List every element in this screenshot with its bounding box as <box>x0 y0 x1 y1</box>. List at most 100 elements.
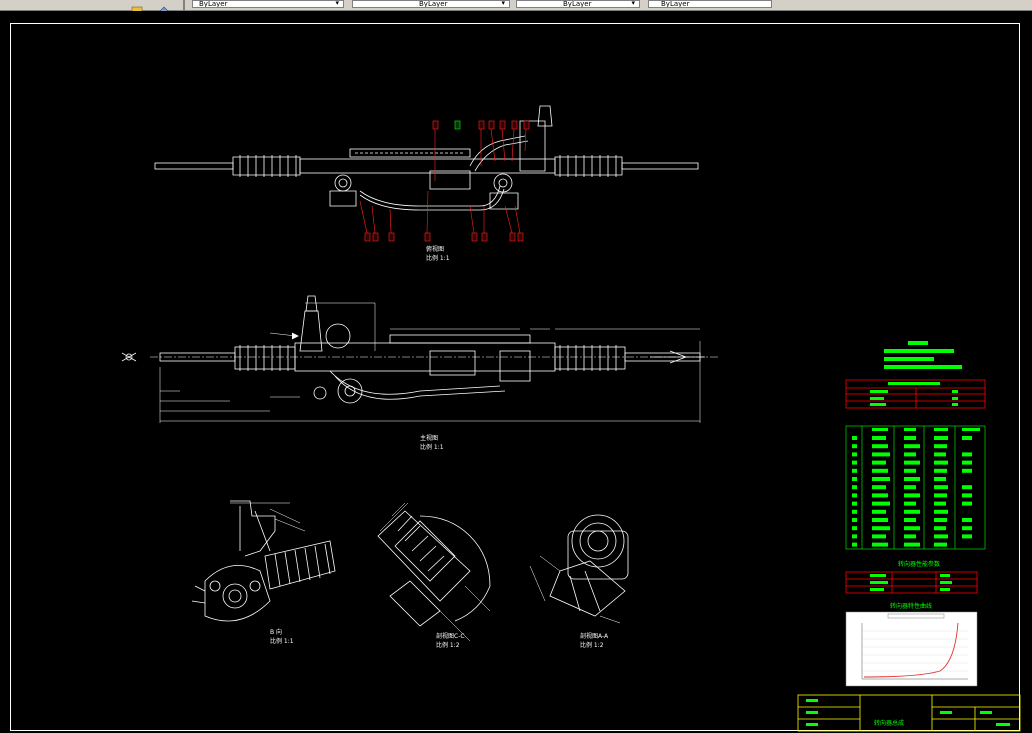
detail-b-title: B 向 <box>270 629 283 636</box>
parts-row-cell <box>904 468 916 473</box>
linetype-dropdown-value: ByLayer <box>419 0 448 8</box>
performance-table-title: 转向器性能参数 <box>898 561 941 568</box>
parts-row-cell <box>934 436 948 440</box>
parts-row-cell <box>934 477 946 481</box>
performance-table-values <box>870 574 952 591</box>
parts-row-cell <box>934 509 948 514</box>
parts-row-cell <box>962 468 972 473</box>
top-view-title: 俯视图 <box>426 246 445 253</box>
parts-row-cell <box>904 501 916 506</box>
linetype-dropdown[interactable]: ByLayer ▾ <box>352 0 510 8</box>
parts-row-cell <box>872 468 888 473</box>
parts-row-cell <box>852 468 857 473</box>
parts-header-cell <box>872 428 888 431</box>
section-cc-drawing <box>377 502 491 642</box>
layer-previous-icon[interactable] <box>156 0 172 14</box>
parts-row-cell <box>872 444 888 449</box>
parts-row-cell <box>852 509 857 514</box>
parts-row-cell <box>904 485 916 490</box>
parts-row-cell <box>934 534 948 539</box>
parts-row-cell <box>962 526 972 531</box>
parts-row-cell <box>872 518 888 522</box>
section-cc-scale: 比例 1:2 <box>436 642 460 649</box>
detail-b-scale: 比例 1:1 <box>270 638 294 645</box>
parts-row-cell <box>904 460 920 465</box>
parts-row-cell <box>872 485 886 490</box>
parts-row-cell <box>962 460 972 465</box>
parts-row-cell <box>962 452 972 457</box>
top-view-scale: 比例 1:1 <box>426 255 450 262</box>
parts-row-cell <box>872 436 886 440</box>
parts-row-cell <box>852 501 857 506</box>
parts-header-cell <box>904 428 916 431</box>
properties-toolbar: ByLayer ▾ ByLayer ▾ ByLayer ▾ ByLayer <box>0 0 1032 14</box>
parts-header-cell <box>962 428 980 431</box>
toolbar-separator <box>183 0 185 10</box>
parts-row-cell <box>904 444 920 449</box>
parts-row-cell <box>852 534 857 539</box>
parts-row-cell <box>904 452 916 457</box>
parts-row-cell <box>904 509 920 514</box>
front-view-title: 主视图 <box>420 435 439 442</box>
section-aa-drawing <box>529 514 629 624</box>
parts-row-cell <box>904 518 916 522</box>
parts-row-cell <box>934 493 947 498</box>
parts-row-cell <box>934 468 947 473</box>
title-block <box>797 694 1021 732</box>
parts-row-cell <box>904 436 916 440</box>
plotstyle-dropdown-value: ByLayer <box>661 0 690 8</box>
characteristic-curve-chart <box>845 611 978 687</box>
parts-row-cell <box>852 518 857 522</box>
parts-row-cell <box>904 526 920 531</box>
color-dropdown-value: ByLayer <box>199 0 228 8</box>
parts-row-cell <box>852 542 857 547</box>
section-cc-title: 剖视图C-C <box>436 633 465 640</box>
parts-header-cell <box>934 428 948 431</box>
parts-row-cell <box>934 444 947 449</box>
plotstyle-dropdown[interactable]: ByLayer <box>648 0 772 8</box>
parts-row-cell <box>962 485 972 490</box>
parts-row-cell <box>852 485 857 490</box>
chevron-down-icon: ▾ <box>631 0 635 7</box>
detail-b-drawing <box>191 500 336 622</box>
parts-row-cell <box>962 493 972 498</box>
layer-state-icon[interactable] <box>130 0 146 14</box>
title-block-fields <box>806 699 1010 726</box>
parts-row-cell <box>872 526 890 531</box>
top-view-callouts <box>359 120 530 242</box>
parts-row-cell <box>852 452 857 457</box>
parts-row-cell <box>934 485 948 490</box>
performance-table <box>845 571 978 594</box>
chevron-down-icon: ▾ <box>335 0 339 7</box>
parts-row-cell <box>934 542 947 547</box>
technical-requirements-block <box>884 341 962 369</box>
parts-row-cell <box>872 452 890 457</box>
parts-row-cell <box>962 501 972 506</box>
color-dropdown[interactable]: ByLayer ▾ <box>192 0 344 8</box>
parameter-table-1 <box>845 379 986 409</box>
parts-row-cell <box>904 493 920 498</box>
parts-row-cell <box>934 452 946 457</box>
parts-row-cell <box>962 436 972 440</box>
parts-list-table <box>845 425 986 550</box>
parts-row-cell <box>934 518 947 522</box>
parts-row-cell <box>934 526 946 531</box>
front-view-drawing <box>121 295 720 423</box>
parts-row-cell <box>962 518 972 522</box>
parts-row-cell <box>852 436 857 440</box>
chevron-down-icon: ▾ <box>501 0 505 7</box>
lineweight-dropdown[interactable]: ByLayer ▾ <box>516 0 640 8</box>
parts-row-cell <box>852 477 857 481</box>
parts-row-cell <box>872 460 886 465</box>
parts-row-cell <box>934 501 946 506</box>
parts-row-cell <box>872 542 888 547</box>
parts-row-cell <box>904 477 920 481</box>
parts-row-cell <box>872 534 886 539</box>
parts-row-cell <box>872 477 890 481</box>
section-aa-scale: 比例 1:2 <box>580 642 604 649</box>
drawing-viewport[interactable]: 俯视图 比例 1:1 主视图 比例 1:1 B 向 比例 1:1 剖视图C-C … <box>0 11 1032 733</box>
parts-row-cell <box>904 542 920 547</box>
parts-row-cell <box>872 509 886 514</box>
parts-row-cell <box>872 493 888 498</box>
parameter-table-1-values <box>870 382 958 406</box>
